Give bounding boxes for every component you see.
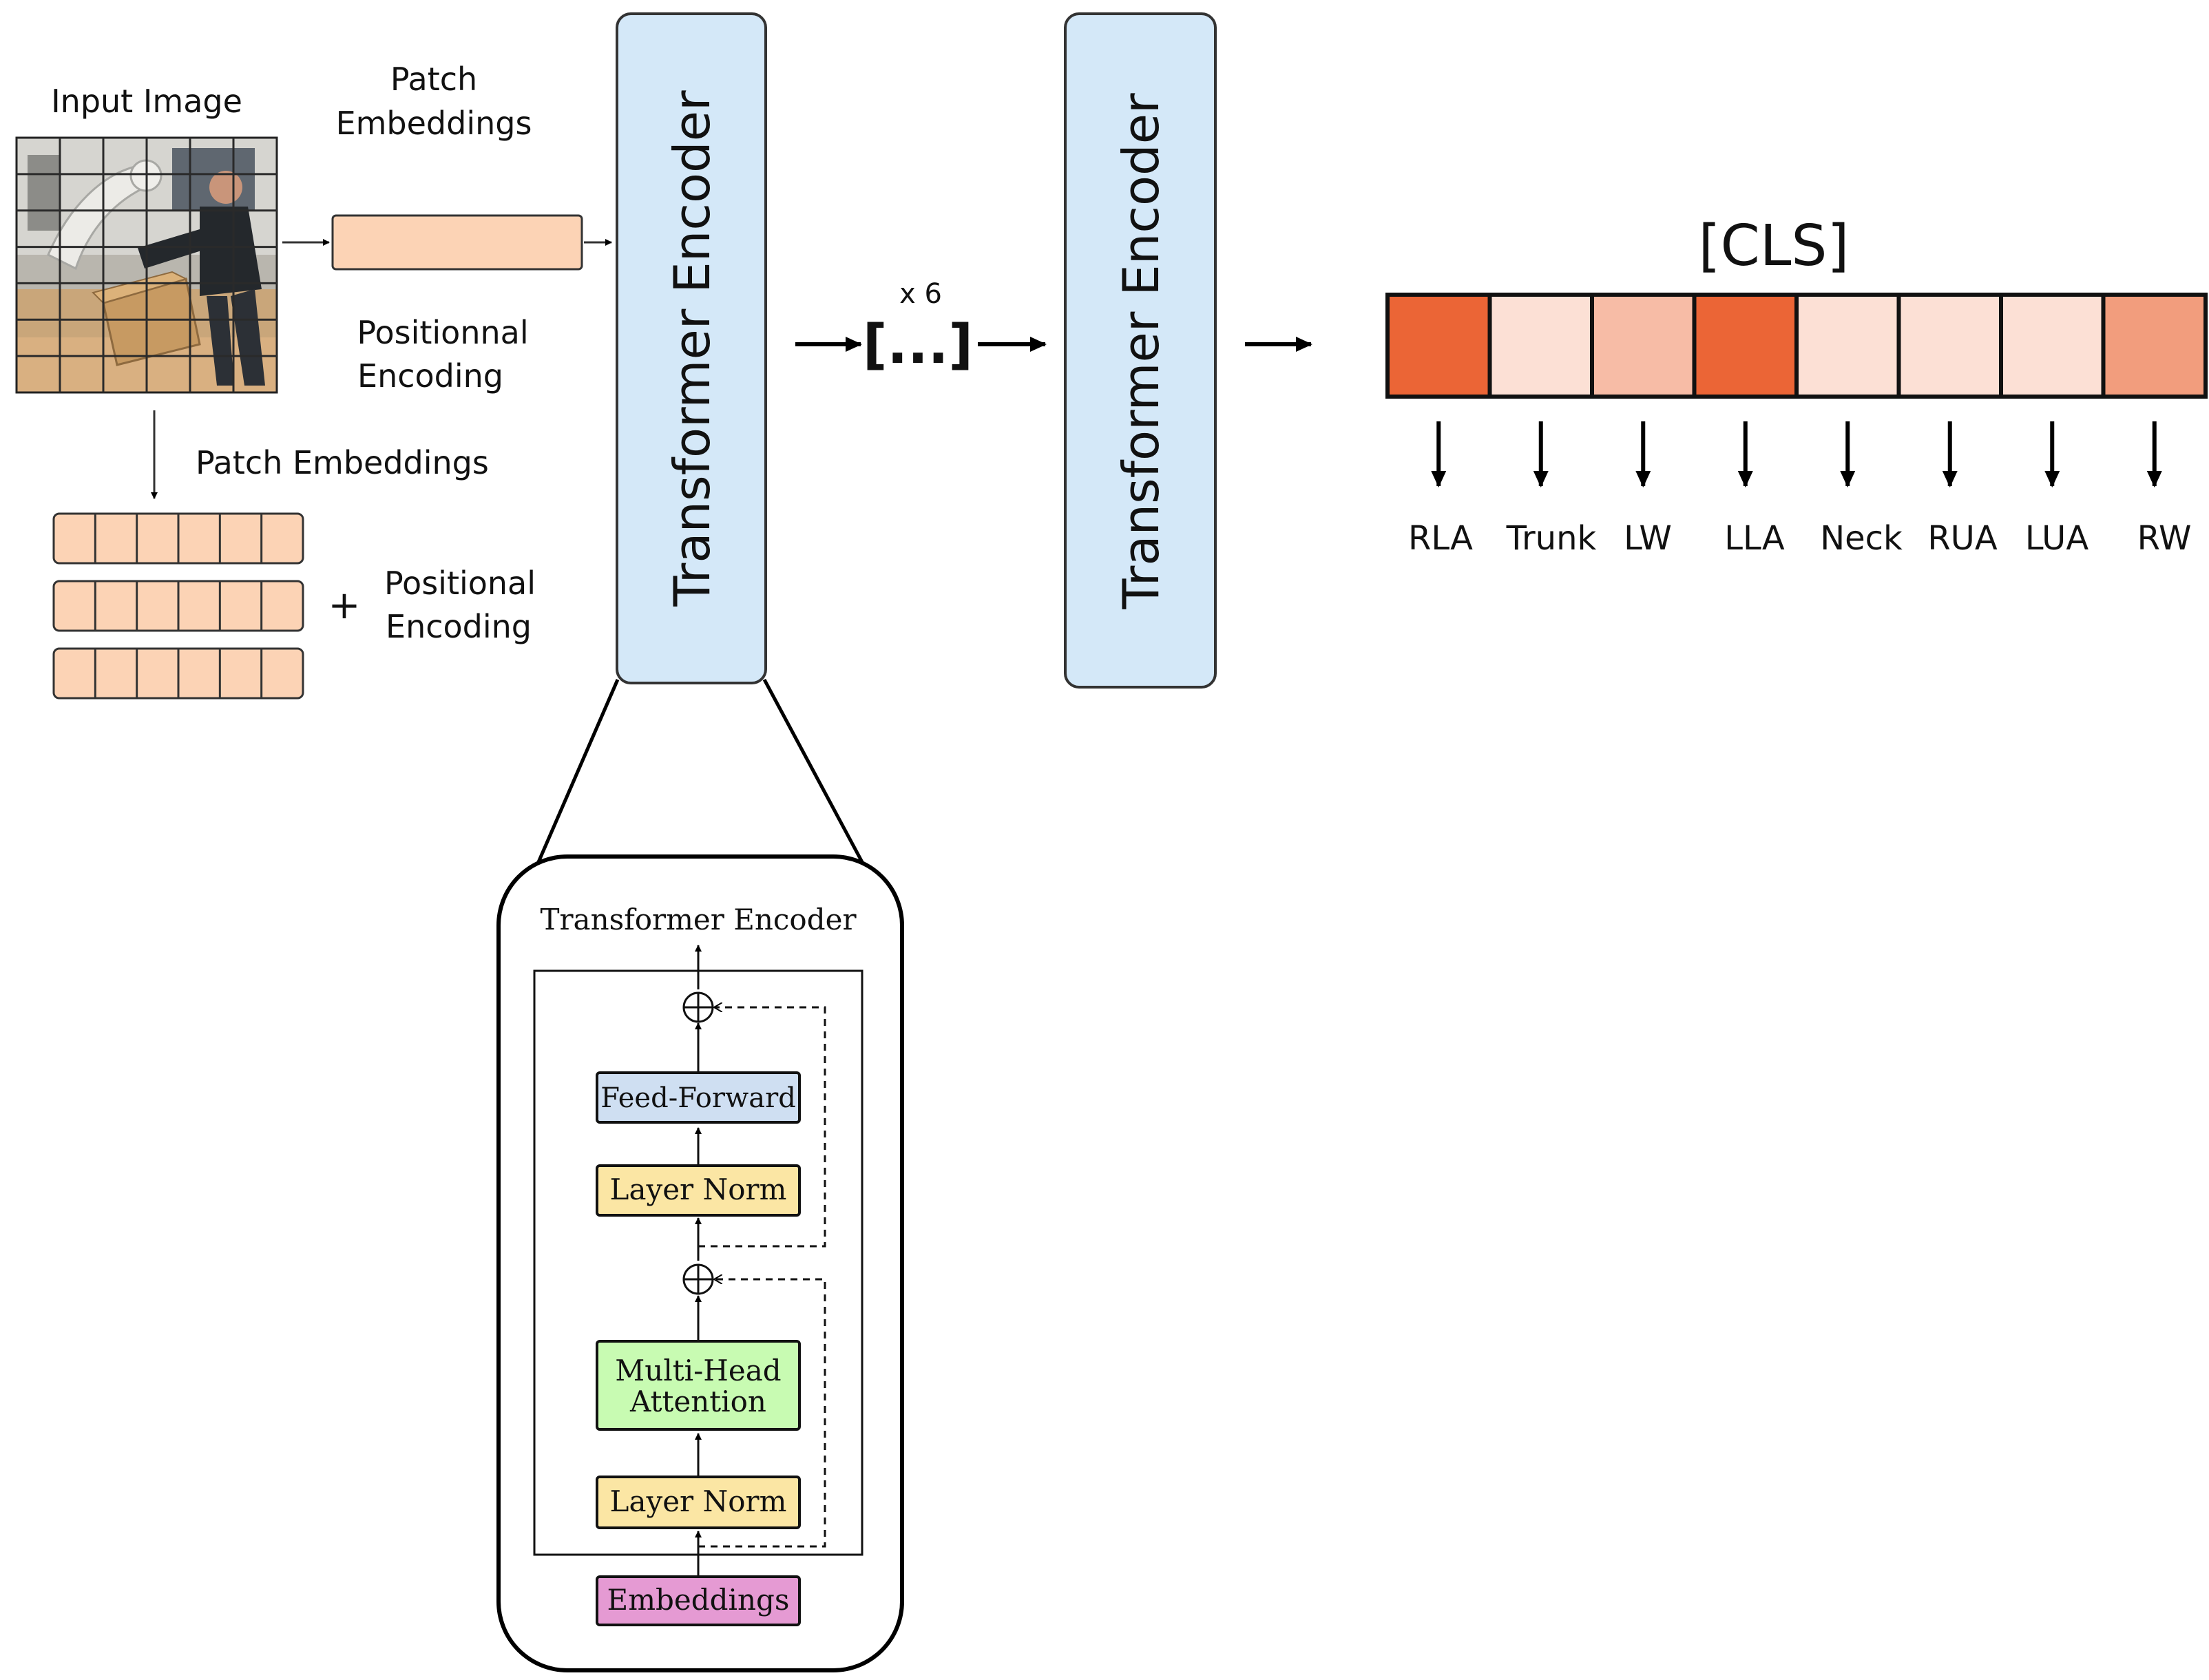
top-patch-embedding-bar	[331, 214, 583, 271]
cls-token-label-neck: Neck	[1820, 519, 1903, 558]
zoom-line-right	[762, 678, 864, 863]
patch-embedding-grid	[52, 512, 304, 700]
add-node-top	[682, 991, 714, 1023]
add-node-bottom	[682, 1263, 714, 1295]
patch-row	[52, 512, 304, 565]
cls-cell-rla	[1385, 293, 1492, 399]
plus-sign: +	[328, 583, 361, 628]
cls-cell-neck	[1794, 293, 1901, 399]
layer-norm-top-block	[596, 1164, 801, 1217]
transformer-encoder-first-label: Transformer Encoder	[663, 90, 721, 607]
patch-row	[52, 580, 304, 632]
cls-token-labels: RLA Trunk LW LLA Neck RUA LUA RW	[1408, 519, 2191, 558]
feed-forward-label: Feed-Forward	[600, 1082, 796, 1114]
ellipsis-label: [...]	[863, 314, 973, 376]
transformer-encoder-last	[1064, 12, 1217, 689]
cls-token-label-lla: LLA	[1724, 519, 1785, 558]
embeddings-block	[596, 1575, 801, 1626]
cls-cell-lw	[1590, 293, 1697, 399]
multi-head-attention-label-line2: Attention	[629, 1385, 766, 1418]
left-positional-label-line2: Encoding	[386, 608, 532, 645]
transformer-encoder-first	[616, 12, 767, 684]
layer-norm-bottom-label: Layer Norm	[610, 1484, 787, 1518]
cls-cell-rua	[1896, 293, 2003, 399]
multi-head-attention-label-line1: Multi-Head	[615, 1354, 781, 1387]
cls-token-label-rw: RW	[2137, 519, 2192, 558]
input-image	[15, 136, 278, 394]
encoder-detail-panel	[496, 854, 904, 1672]
feed-forward-block	[596, 1071, 801, 1124]
cls-cell-lla	[1692, 293, 1799, 399]
cls-label: [CLS]	[1699, 213, 1850, 279]
top-positional-label-line1: Positionnal	[357, 314, 528, 351]
cls-token-label-rla: RLA	[1408, 519, 1473, 558]
encoder-detail-title: Transformer Encoder	[540, 903, 857, 936]
top-positional-label-line2: Encoding	[357, 357, 503, 395]
zoom-line-left	[536, 679, 620, 863]
multi-head-attention-block	[596, 1340, 801, 1431]
layer-norm-top-label: Layer Norm	[610, 1173, 787, 1206]
left-patch-label: Patch Embeddings	[196, 444, 489, 481]
left-positional-label-line1: Positional	[384, 565, 536, 602]
cls-cell-lua	[1999, 293, 2106, 399]
cls-token-label-rua: RUA	[1927, 519, 1997, 558]
cls-cell-rw	[2101, 293, 2208, 399]
layer-norm-bottom-block	[596, 1476, 801, 1529]
embeddings-label: Embeddings	[607, 1583, 790, 1617]
repeat-label: x 6	[899, 278, 942, 310]
cls-cell-trunk	[1487, 293, 1594, 399]
cls-token-label-trunk: Trunk	[1506, 519, 1597, 558]
patch-row	[52, 647, 304, 700]
cls-token-arrows	[1431, 421, 2162, 487]
residual-connections	[698, 1007, 826, 1548]
top-patch-label-line2: Embeddings	[336, 105, 532, 142]
cls-token-vector	[1385, 293, 2208, 399]
top-patch-label-line1: Patch	[390, 61, 477, 98]
cls-token-label-lw: LW	[1624, 519, 1672, 558]
input-image-label: Input Image	[51, 83, 242, 120]
transformer-encoder-last-label: Transformer Encoder	[1112, 93, 1170, 610]
cls-token-label-lua: LUA	[2025, 519, 2088, 558]
